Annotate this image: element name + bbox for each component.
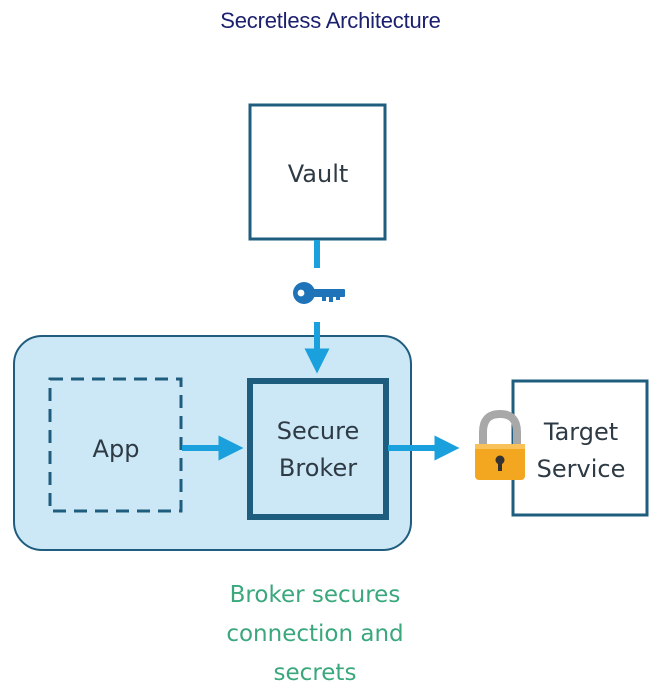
caption: Broker secures connection and secrets (165, 576, 465, 693)
caption-line3: secrets (273, 660, 357, 686)
vault-label: Vault (288, 160, 349, 188)
diagram-title: Secretless Architecture (220, 8, 441, 33)
caption-line2: connection and (226, 621, 404, 647)
app-label: App (93, 435, 140, 463)
vault-node: Vault (248, 103, 387, 241)
key-icon (293, 282, 345, 304)
broker-label-line2: Broker (279, 454, 357, 482)
target-label-line1: Target (543, 418, 618, 446)
secure-broker-node: Secure Broker (247, 378, 389, 520)
caption-line1: Broker secures (229, 582, 401, 608)
padlock-icon (475, 409, 525, 480)
broker-label-line1: Secure (277, 417, 360, 445)
target-service-node: Target Service (511, 379, 649, 517)
app-node: App (48, 377, 183, 513)
target-label-line2: Service (537, 455, 626, 483)
